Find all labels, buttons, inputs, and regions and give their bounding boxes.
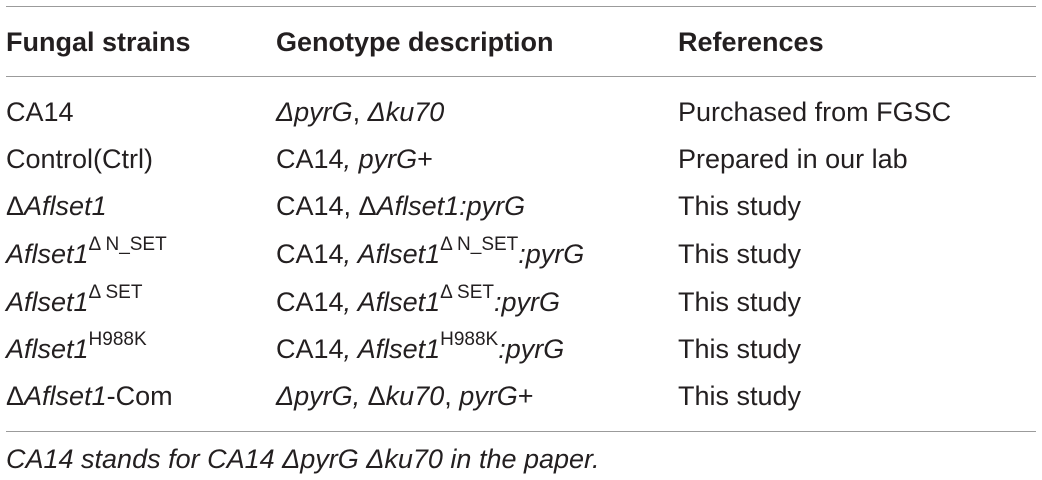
reference-cell: This study xyxy=(678,334,802,364)
strain-cell: Aflset1H988K xyxy=(6,329,147,364)
genotype-cell: ΔpyrG, Δku70 xyxy=(276,97,445,127)
header-references: References xyxy=(678,27,824,57)
genotype-cell: CA14, Aflset1Δ SET:pyrG xyxy=(276,282,560,317)
table-footnote: CA14 stands for CA14 ΔpyrG Δku70 in the … xyxy=(6,444,600,474)
genotype-cell: CA14, pyrG+ xyxy=(276,144,433,174)
reference-cell: This study xyxy=(678,191,802,221)
reference-cell: This study xyxy=(678,287,802,317)
strain-cell: ΔAflset1 xyxy=(6,191,107,221)
reference-cell: This study xyxy=(678,239,802,269)
table-top-rule xyxy=(6,6,1036,7)
reference-cell: Prepared in our lab xyxy=(678,144,908,174)
reference-cell: Purchased from FGSC xyxy=(678,97,952,127)
strain-cell: Aflset1Δ SET xyxy=(6,282,143,317)
strain-cell: Aflset1Δ N_SET xyxy=(6,234,167,269)
table-bottom-rule xyxy=(6,431,1036,432)
strain-cell: ΔAflset1-Com xyxy=(6,381,173,411)
genotype-cell: CA14, Aflset1Δ N_SET:pyrG xyxy=(276,234,585,269)
reference-cell: This study xyxy=(678,381,802,411)
table-header-rule xyxy=(6,76,1036,77)
strain-cell: CA14 xyxy=(6,97,74,127)
genotype-cell: CA14, Aflset1H988K:pyrG xyxy=(276,329,565,364)
header-fungal-strains: Fungal strains xyxy=(6,27,191,57)
strain-cell: Control(Ctrl) xyxy=(6,144,154,174)
genotype-cell: ΔpyrG, Δku70, pyrG+ xyxy=(276,381,534,411)
header-genotype-description: Genotype description xyxy=(276,27,554,57)
genotype-cell: CA14, ΔAflset1:pyrG xyxy=(276,191,526,221)
